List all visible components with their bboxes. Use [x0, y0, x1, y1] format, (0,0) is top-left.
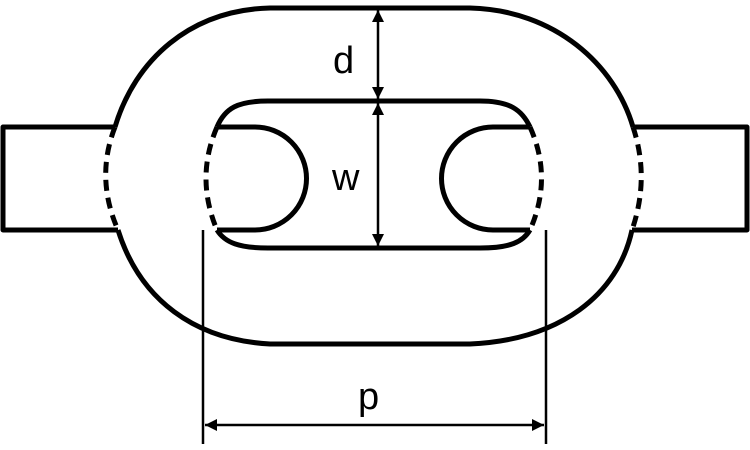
- dimension-d-label: d: [333, 40, 354, 82]
- right-crossing-link: [439, 124, 750, 233]
- left-crossing-link: [0, 124, 309, 233]
- dimension-p-label: p: [358, 376, 379, 418]
- right-link-bar-upper: [632, 124, 750, 233]
- oval-inner-top: [214, 98, 533, 129]
- main-oval-link: [112, 5, 636, 347]
- hidden-edges: [103, 125, 644, 232]
- oval-outer-top: [112, 5, 636, 128]
- left-link-bar-upper: [0, 124, 118, 233]
- right-inner-hidden-edge: [527, 125, 544, 232]
- dimension-w-label: w: [331, 157, 360, 199]
- oval-inner-bottom: [214, 228, 533, 251]
- dimension-p: [201, 230, 548, 444]
- right-link-bar-inner: [439, 124, 530, 233]
- right-outer-hidden-edge: [629, 126, 644, 231]
- left-outer-hidden-edge: [103, 126, 121, 232]
- oval-outer-bottom: [115, 229, 635, 347]
- left-link-bar-inner: [217, 124, 309, 233]
- left-inner-hidden-edge: [203, 126, 220, 231]
